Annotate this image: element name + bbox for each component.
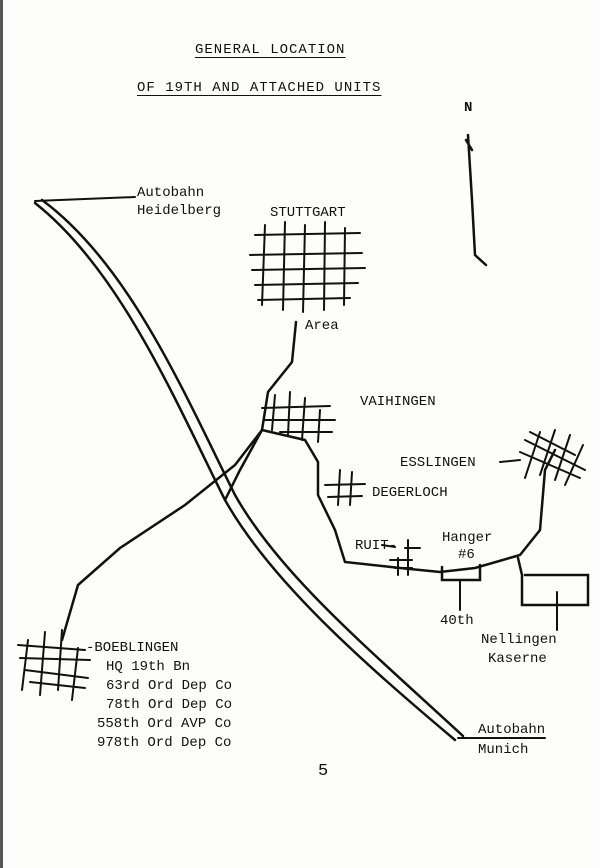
north-label: N — [464, 100, 473, 116]
esslingen-label: ESSLINGEN — [400, 455, 476, 471]
ruit-grid — [381, 539, 421, 576]
nellingen-kaserne-building — [516, 556, 590, 607]
unit-item: 978th Ord Dep Co — [97, 735, 232, 751]
hanger-number-label: #6 — [458, 547, 475, 563]
boeblingen-grid — [17, 629, 91, 701]
autobahn-road — [33, 201, 457, 742]
north-arrow — [464, 133, 488, 267]
page-number: 5 — [318, 762, 329, 781]
unit-item: 558th Ord AVP Co — [97, 716, 232, 732]
ruit-label: RUIT- — [355, 538, 398, 554]
autobahn-munich-label-1: Autobahn — [478, 722, 546, 738]
unit-item: 63rd Ord Dep Co — [106, 678, 233, 694]
autobahn-road-edge — [40, 198, 465, 738]
stuttgart-grid — [249, 221, 366, 313]
nellingen-label-2: Kaserne — [488, 651, 547, 667]
road-stuttgart-vaihingen — [260, 320, 298, 432]
autobahn-heidelberg-line — [34, 196, 136, 202]
nellingen-label-1: Nellingen — [481, 632, 557, 648]
fortieth-label: 40th — [440, 613, 474, 629]
boeblingen-label: -BOEBLINGEN — [86, 640, 179, 656]
autobahn-heidelberg-label-1: Autobahn — [137, 185, 205, 201]
degerloch-label: DEGERLOCH — [372, 485, 448, 501]
vaihingen-label: VAIHINGEN — [360, 394, 436, 410]
autobahn-heidelberg-label-2: Heidelberg — [137, 203, 222, 219]
road-branch-autobahn — [223, 428, 264, 502]
hanger-label: Hanger — [442, 530, 493, 546]
stuttgart-label: STUTTGART — [270, 205, 346, 221]
unit-item: 78th Ord Dep Co — [106, 697, 233, 713]
road-to-boeblingen — [60, 428, 264, 642]
autobahn-munich-label-2: Munich — [478, 742, 529, 758]
unit-item: HQ 19th Bn — [106, 659, 191, 675]
esslingen-grid — [499, 429, 586, 486]
area-label: Area — [305, 318, 339, 334]
title-line-2: OF 19TH AND ATTACHED UNITS — [137, 80, 382, 96]
degerloch-grid — [324, 469, 366, 506]
title-line-1: GENERAL LOCATION — [195, 42, 346, 58]
vaihingen-grid — [261, 391, 336, 443]
